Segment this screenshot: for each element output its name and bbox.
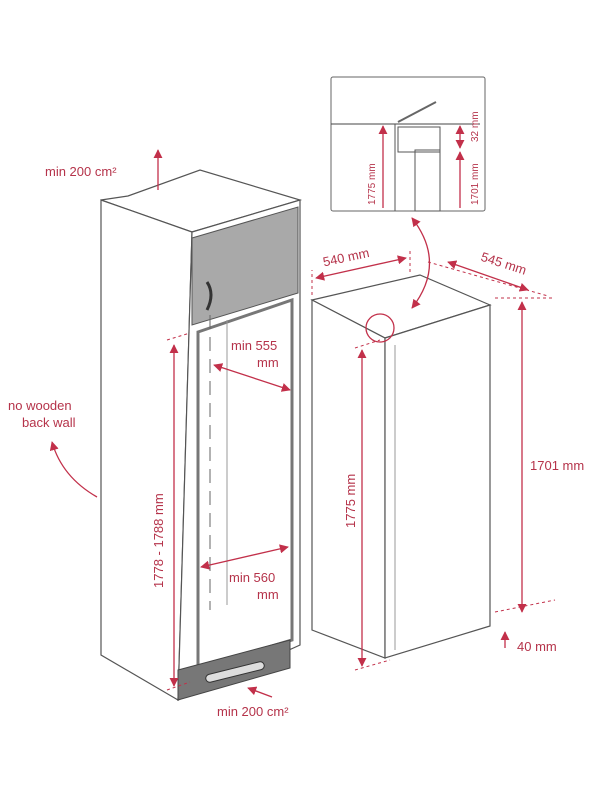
- inset-link-arrow: [411, 217, 431, 309]
- width-arrow: [315, 255, 407, 281]
- upper-cabinet-door: [191, 206, 299, 326]
- back-wall-arrow: [49, 441, 98, 498]
- cabinet-niche: [196, 297, 294, 671]
- top-vent-label: min 200 cm²: [45, 164, 117, 179]
- vent-slot: [205, 661, 265, 683]
- gap-40-label: 40 mm: [517, 639, 557, 654]
- height-1701-label: 1701 mm: [530, 458, 584, 473]
- depth-label: 545 mm: [479, 249, 528, 278]
- width-label: 540 mm: [322, 245, 371, 269]
- back-wall-label-1: no wooden: [8, 398, 72, 413]
- back-wall-label-2: back wall: [22, 415, 76, 430]
- niche-height-label: 1778 - 1788 mm: [151, 493, 166, 588]
- min555-arrow: [213, 363, 291, 392]
- min560-arrow: [200, 544, 289, 570]
- inset-1775-label: 1775 mm: [367, 163, 378, 205]
- fridge: [310, 274, 492, 659]
- inset-1701-label: 1701 mm: [470, 163, 481, 205]
- cabinet-side: [100, 199, 193, 702]
- bottom-vent-label: min 200 cm²: [217, 704, 289, 719]
- bottom-vent-arrow: [247, 686, 273, 698]
- fridge-height-label: 1775 mm: [343, 474, 358, 528]
- inset-32-label: 32 mm: [470, 111, 481, 142]
- inset-detail: 1775 mm 1701 mm 32 mm: [330, 76, 486, 212]
- detail-circle: [365, 313, 395, 343]
- depth-arrow: [447, 260, 529, 292]
- min555-label-2: mm: [257, 355, 279, 370]
- min560-label-1: min 560: [229, 570, 275, 585]
- door-handle-icon: [205, 281, 213, 311]
- min560-label-2: mm: [257, 587, 279, 602]
- fridge-front: [384, 304, 491, 659]
- min555-label-1: min 555: [231, 338, 277, 353]
- cabinet: [100, 169, 303, 702]
